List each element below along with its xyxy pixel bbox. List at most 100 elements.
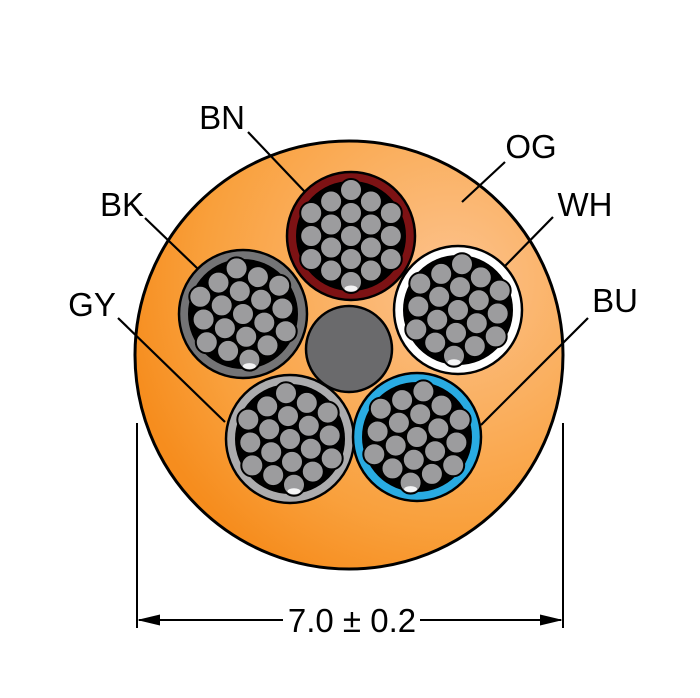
wire-strand <box>240 453 265 478</box>
wire-strand <box>423 330 448 355</box>
wire-strand <box>206 270 231 295</box>
wire-strand <box>298 436 323 461</box>
leader-line-wh <box>504 216 554 267</box>
wire-strand <box>319 212 344 237</box>
center-filler <box>304 304 394 394</box>
wire-strand <box>404 317 429 342</box>
leader-line-bn <box>247 131 306 193</box>
wire-strand <box>209 293 234 318</box>
strand-highlight <box>404 486 418 493</box>
wire-strand <box>300 459 325 484</box>
label-og: OG <box>505 128 556 165</box>
wire-strand <box>378 247 403 271</box>
wire-strand <box>427 284 452 309</box>
wire-strand <box>319 235 344 260</box>
leader-line-gy <box>117 317 226 423</box>
wire-strand <box>444 430 469 455</box>
wire-strand <box>339 178 363 202</box>
label-bn: BN <box>199 99 245 136</box>
wire-strand <box>408 271 433 296</box>
wire-strand <box>274 381 298 406</box>
conductor-bn <box>285 170 417 302</box>
wire-strand <box>273 319 298 344</box>
wire-strand <box>191 307 216 332</box>
labels: BN BK GY OG WH BU <box>68 99 638 323</box>
wire-strand <box>339 247 363 271</box>
wire-strand <box>299 224 324 248</box>
dimension-text: 7.0 ± 0.2 <box>288 602 416 639</box>
wire-strand <box>227 279 252 304</box>
wire-strand <box>315 400 340 425</box>
wire-strand <box>447 407 472 432</box>
conductor-bk <box>177 248 309 380</box>
wire-strand <box>319 258 344 283</box>
wire-strand <box>280 449 304 474</box>
wire-strand <box>358 212 383 237</box>
leader-line-bu <box>480 317 589 426</box>
conductor-gy <box>224 373 356 505</box>
dimension-annotation: 7.0 ± 0.2 <box>136 423 564 639</box>
conductor-bu <box>351 371 483 503</box>
wire-strand <box>423 439 448 464</box>
wire-strand <box>339 201 363 225</box>
wire-strand <box>252 310 277 335</box>
wire-strand <box>278 427 302 451</box>
wire-strand <box>368 396 393 421</box>
wire-strand <box>224 256 249 281</box>
wire-strand <box>380 456 405 481</box>
wire-strand <box>408 402 433 427</box>
wire-strand <box>487 278 512 303</box>
wire-strand <box>401 447 426 472</box>
wire-strand <box>249 287 274 312</box>
wire-strand <box>276 404 300 429</box>
wire-strand <box>194 330 219 355</box>
wire-strand <box>466 288 491 313</box>
wire-strand <box>259 440 284 465</box>
wire-strand <box>216 338 241 363</box>
wire-strand <box>317 423 342 448</box>
wire-strand <box>319 446 344 471</box>
strand-highlight <box>287 488 301 495</box>
wire-strand <box>441 453 466 478</box>
wire-strand <box>238 430 263 455</box>
wire-strand <box>429 393 454 418</box>
dimension-arrow-left <box>137 614 160 626</box>
wire-strand <box>296 413 321 438</box>
strand-highlight <box>344 285 358 292</box>
leader-line-bk <box>144 217 198 269</box>
wire-strand <box>419 461 444 486</box>
wire-strand <box>362 442 387 467</box>
wire-strand <box>261 463 286 488</box>
wire-strand <box>462 334 487 359</box>
wire-strand <box>358 235 383 260</box>
wire-strand <box>234 324 259 349</box>
wire-strand <box>365 419 390 444</box>
wire-strand <box>319 189 344 214</box>
wire-strand <box>485 301 510 326</box>
wire-strand <box>299 247 324 271</box>
wire-strand <box>426 416 451 441</box>
wire-strand <box>212 316 237 341</box>
wire-strand <box>188 284 213 309</box>
wire-strand <box>236 407 261 432</box>
wire-strand <box>390 388 415 413</box>
wire-strand <box>464 311 489 336</box>
wire-strand <box>444 320 468 345</box>
wire-strand <box>406 294 431 319</box>
wire-strand <box>358 258 383 283</box>
wire-strand <box>468 265 493 290</box>
wire-strand <box>245 265 270 290</box>
wire-strand <box>231 302 255 326</box>
wire-strand <box>257 417 282 442</box>
label-gy: GY <box>68 286 116 323</box>
wire-strand <box>267 273 292 298</box>
label-wh: WH <box>558 186 613 223</box>
wire-strand <box>294 390 319 415</box>
wire-strand <box>270 296 295 321</box>
strand-highlight <box>447 359 461 366</box>
wire-strand <box>429 261 454 286</box>
wire-strand <box>339 224 363 248</box>
wire-strand <box>446 298 470 322</box>
